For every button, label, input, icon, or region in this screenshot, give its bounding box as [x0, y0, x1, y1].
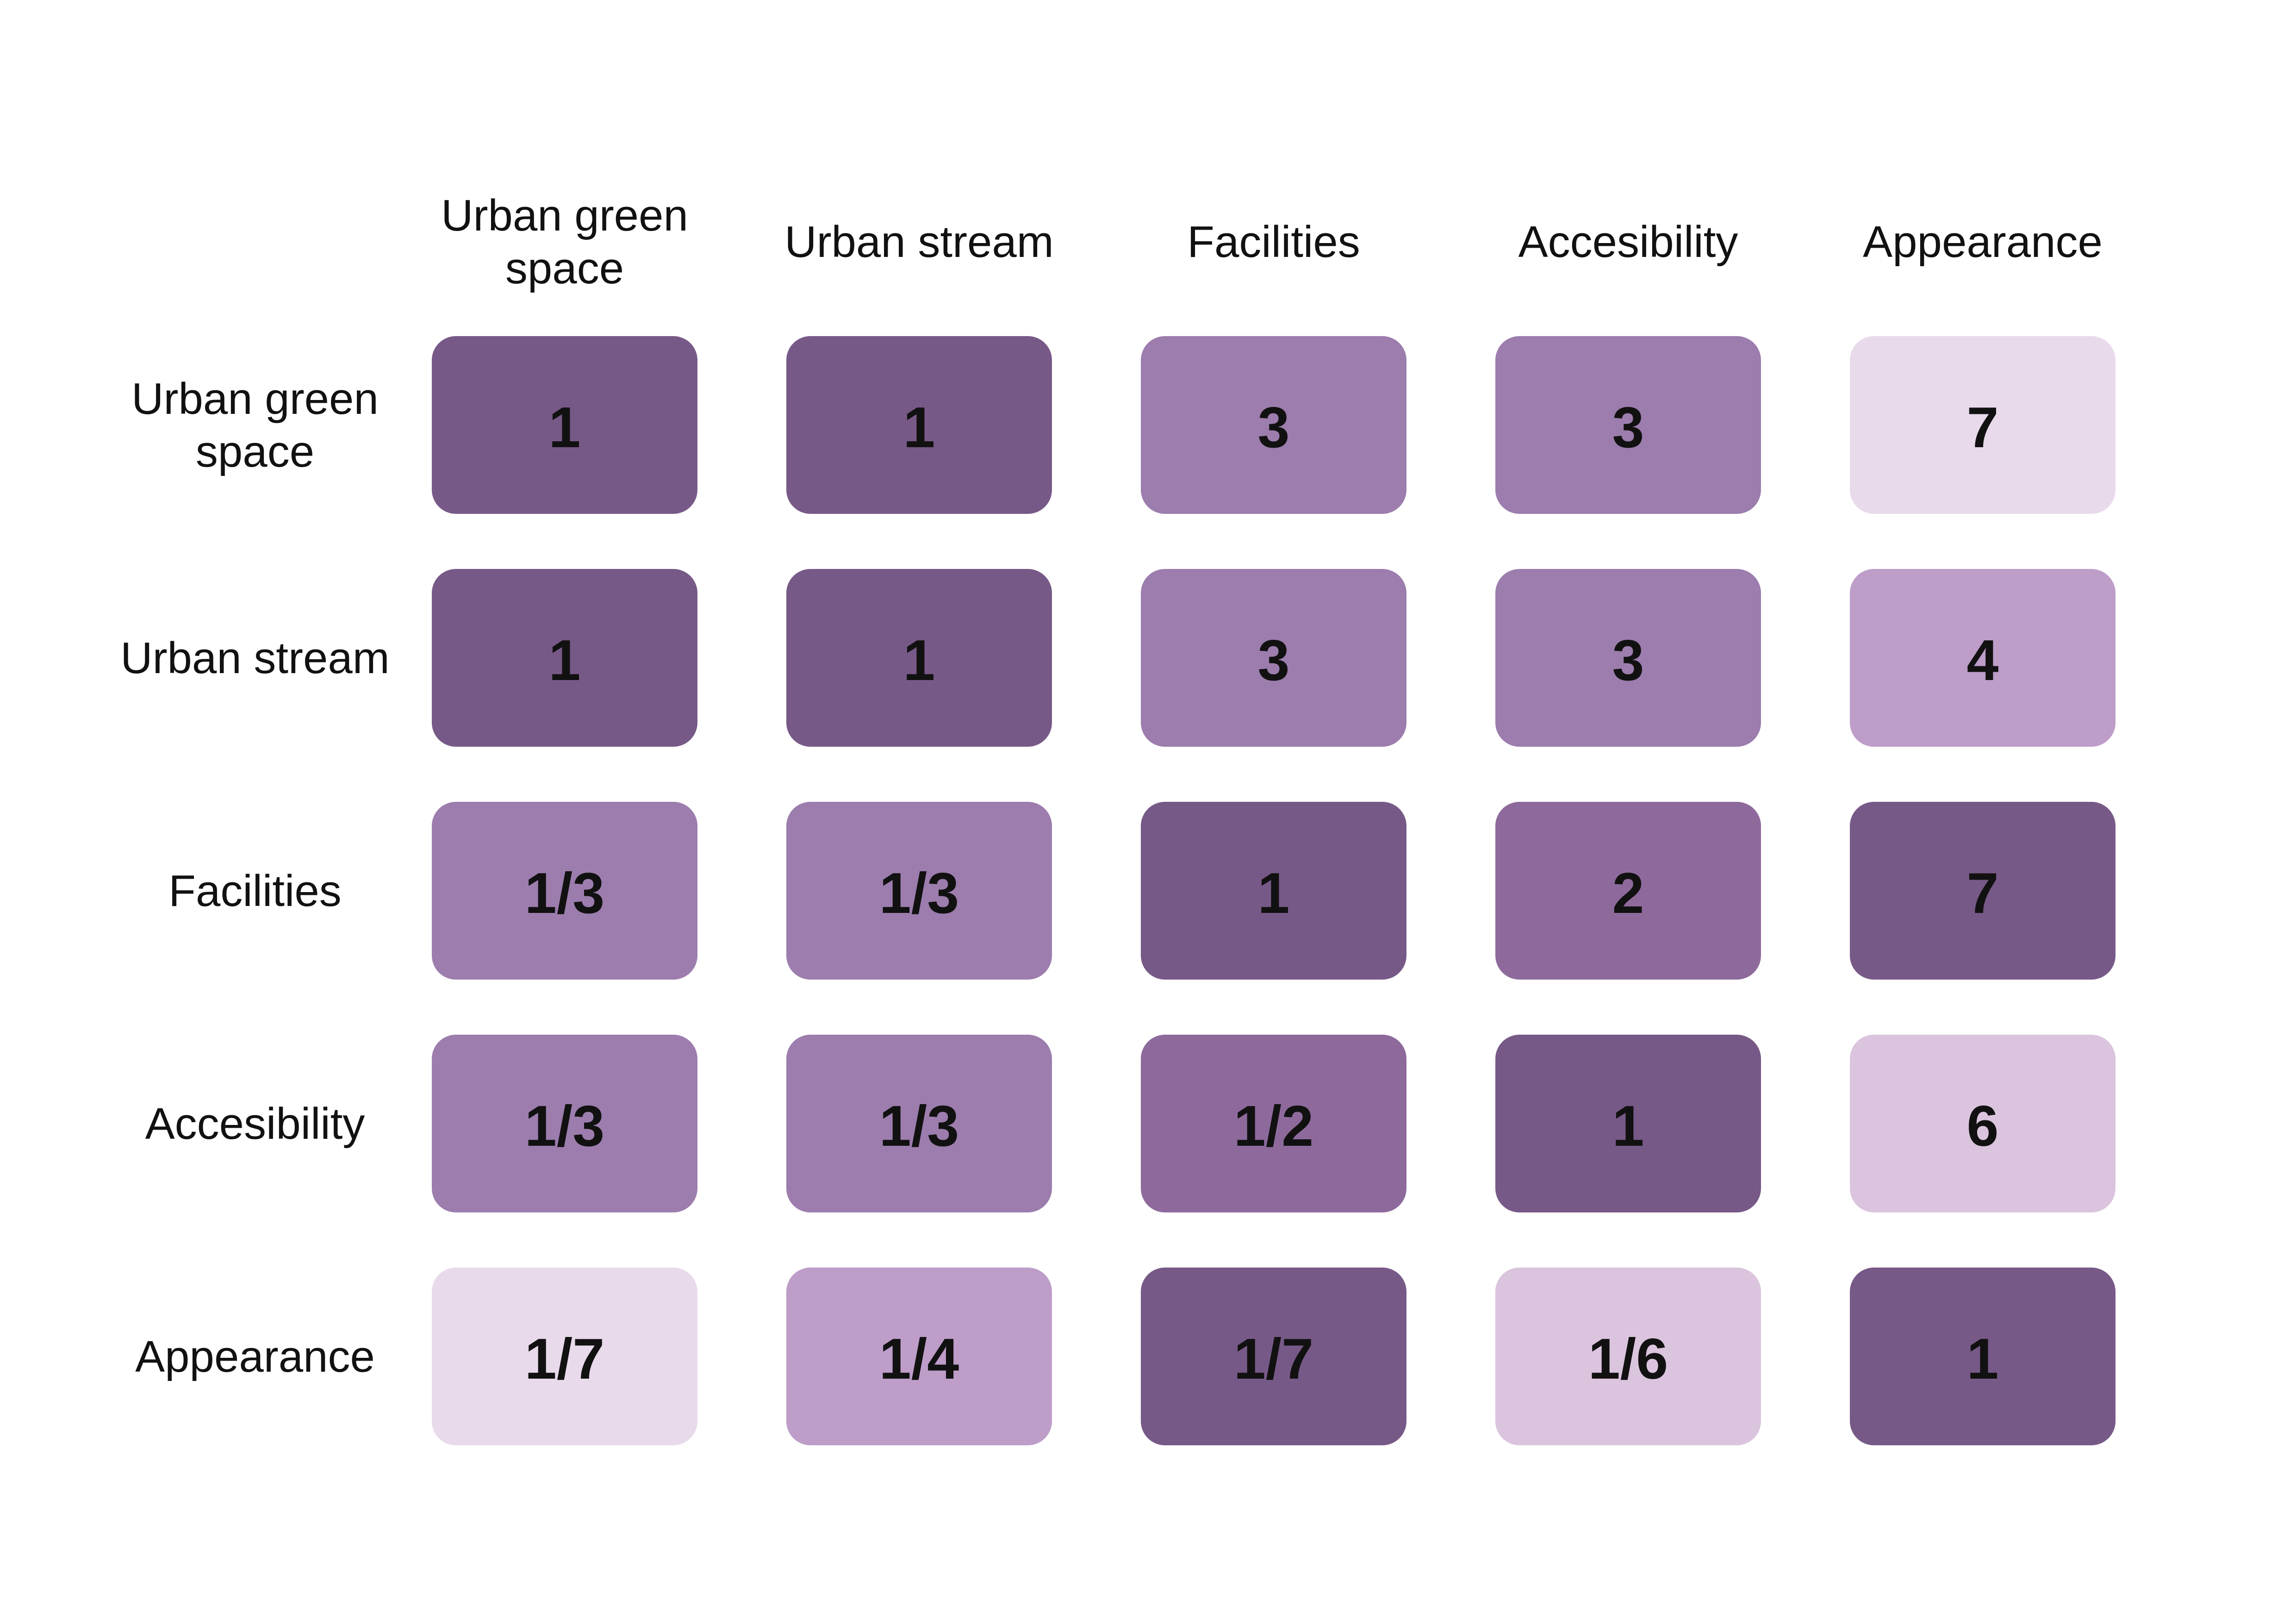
- matrix-cell: 1/4: [786, 1268, 1052, 1445]
- cell-value: 1/6: [1588, 1327, 1668, 1391]
- cell-value: 6: [1967, 1094, 1999, 1158]
- matrix-cell: 1: [432, 569, 697, 747]
- matrix-cell: 1/3: [786, 1035, 1052, 1212]
- cell-background: [786, 802, 1052, 980]
- cell-value: 1: [903, 629, 935, 693]
- cell-background: [786, 569, 1052, 747]
- cell-background: [1495, 1035, 1761, 1212]
- matrix-cell: 7: [1850, 802, 2116, 980]
- matrix-cell: 3: [1495, 569, 1761, 747]
- cell-background: [432, 802, 697, 980]
- cell-background: [432, 1035, 697, 1212]
- row-label-accesibility: Accesibility: [145, 1099, 365, 1149]
- cell-value: 1: [1967, 1327, 1999, 1391]
- cell-background: [1495, 336, 1761, 514]
- cell-value: 1/7: [1234, 1327, 1313, 1391]
- cell-background: [1850, 1035, 2116, 1212]
- cell-value: 4: [1967, 629, 1999, 693]
- matrix-cell: 7: [1850, 336, 2116, 514]
- matrix-cell: 1/2: [1141, 1035, 1406, 1212]
- cell-background: [786, 1035, 1052, 1212]
- cell-value: 3: [1612, 396, 1644, 460]
- cell-value: 7: [1967, 396, 1999, 460]
- cell-background: [432, 569, 697, 747]
- matrix-cell: 2: [1495, 802, 1761, 980]
- column-label-facilities: Facilities: [1187, 217, 1360, 267]
- cell-background: [1495, 802, 1761, 980]
- row-label-appearance: Appearance: [135, 1332, 375, 1381]
- matrix-cell: 3: [1141, 336, 1406, 514]
- column-label-accesibility: Accesibility: [1518, 217, 1738, 267]
- cell-value: 1/3: [525, 862, 604, 925]
- cell-value: 1/3: [525, 1094, 604, 1158]
- cell-value: 1: [1258, 862, 1290, 925]
- cell-background: [432, 1268, 697, 1445]
- cell-background: [432, 336, 697, 514]
- cell-background: [1850, 802, 2116, 980]
- cell-background: [1850, 569, 2116, 747]
- matrix-cell: 1/3: [786, 802, 1052, 980]
- cell-background: [1141, 802, 1406, 980]
- matrix-cell: 1/7: [432, 1268, 697, 1445]
- matrix-cell: 1: [786, 569, 1052, 747]
- cell-value: 2: [1612, 862, 1644, 925]
- cell-background: [786, 336, 1052, 514]
- cell-value: 1: [903, 396, 935, 460]
- cell-value: 3: [1258, 396, 1290, 460]
- matrix-cell: 1: [1141, 802, 1406, 980]
- matrix-cell: 1: [786, 336, 1052, 514]
- cell-value: 1/7: [525, 1327, 604, 1391]
- cell-value: 1: [549, 629, 581, 693]
- cell-value: 1: [549, 396, 581, 460]
- matrix-cell: 1/3: [432, 1035, 697, 1212]
- cell-background: [1495, 1268, 1761, 1445]
- matrix-cell: 1: [1495, 1035, 1761, 1212]
- cell-background: [1141, 1268, 1406, 1445]
- matrix-cell: 1/6: [1495, 1268, 1761, 1445]
- matrix-cell: 4: [1850, 569, 2116, 747]
- matrix-cell: 1: [432, 336, 697, 514]
- cell-background: [1141, 569, 1406, 747]
- column-label-urban-stream: Urban stream: [784, 217, 1054, 267]
- matrix-cell: 3: [1495, 336, 1761, 514]
- row-label-facilities: Facilities: [168, 866, 341, 916]
- cell-value: 1: [1612, 1094, 1644, 1158]
- column-label-appearance: Appearance: [1863, 217, 2103, 267]
- cell-value: 3: [1258, 629, 1290, 693]
- cell-background: [1141, 1035, 1406, 1212]
- matrix-cell: 6: [1850, 1035, 2116, 1212]
- row-label-urban-stream: Urban stream: [120, 633, 390, 683]
- matrix-cell: 1/7: [1141, 1268, 1406, 1445]
- cell-value: 1/3: [879, 862, 959, 925]
- matrix-cell: 1: [1850, 1268, 2116, 1445]
- cell-value: 7: [1967, 862, 1999, 925]
- cell-value: 1/4: [879, 1327, 959, 1391]
- cell-background: [1495, 569, 1761, 747]
- cell-value: 1/3: [879, 1094, 959, 1158]
- cell-background: [1141, 336, 1406, 514]
- cell-value: 1/2: [1234, 1094, 1313, 1158]
- cell-background: [1850, 336, 2116, 514]
- cell-background: [1850, 1268, 2116, 1445]
- matrix-cell: 1/3: [432, 802, 697, 980]
- cell-value: 3: [1612, 629, 1644, 693]
- matrix-cell: 3: [1141, 569, 1406, 747]
- cell-background: [786, 1268, 1052, 1445]
